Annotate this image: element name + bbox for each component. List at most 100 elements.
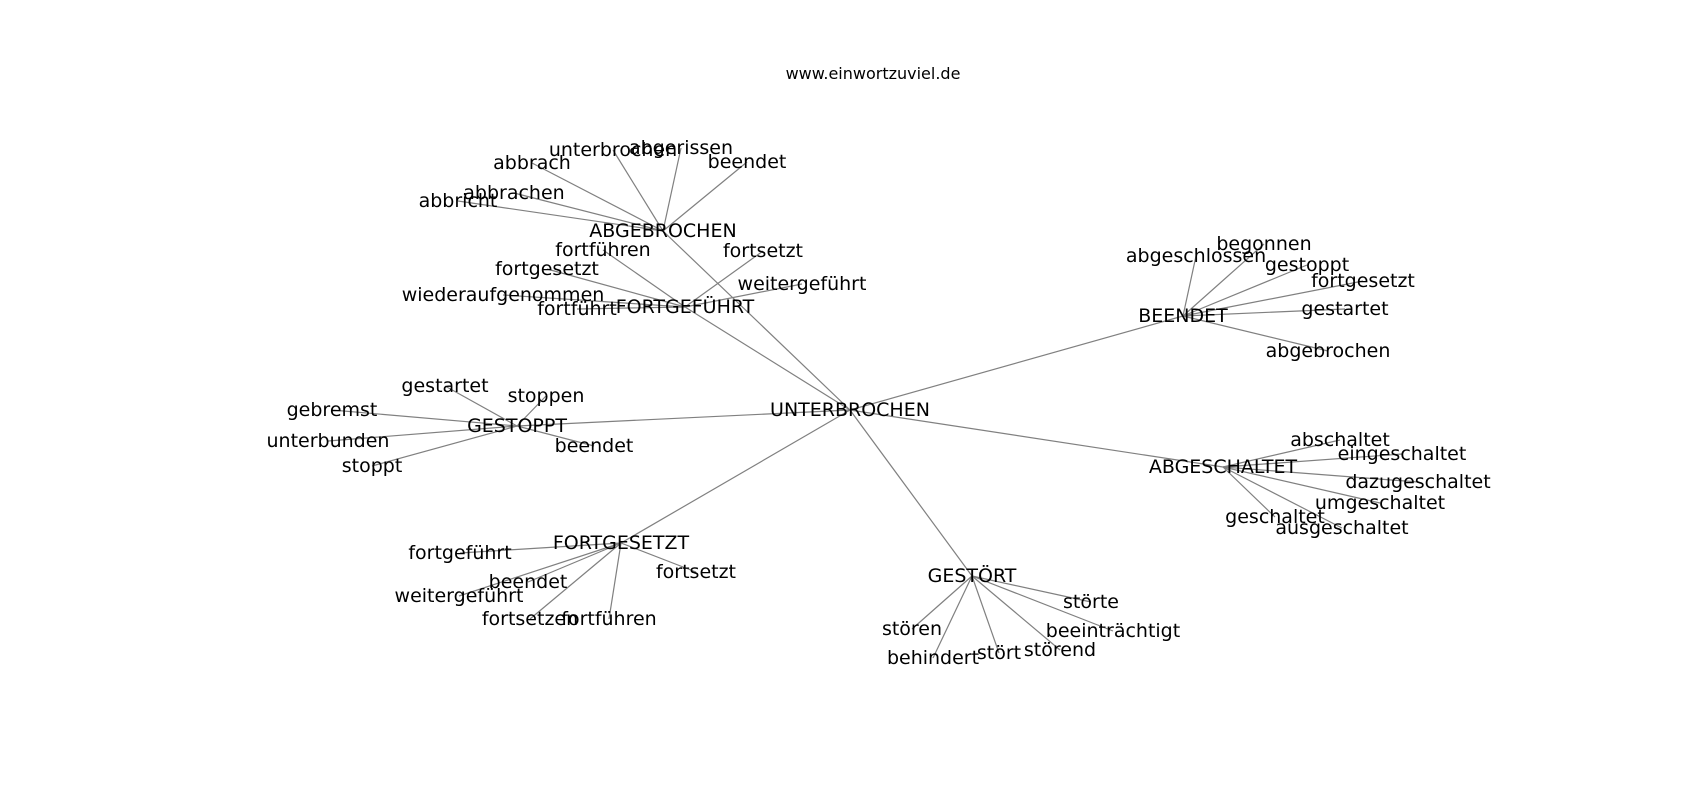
hub-node-label[interactable]: GESTÖRT <box>928 564 1017 587</box>
edge-hub-leaf <box>458 542 622 597</box>
edge-hub-leaf <box>1182 280 1364 317</box>
edge-center-hub <box>684 306 851 411</box>
leaf-node-label[interactable]: fortgeführt <box>408 542 511 564</box>
leaf-node-label[interactable]: störte <box>1063 591 1119 613</box>
edge-hub-leaf <box>620 542 697 573</box>
edge-hub-leaf <box>371 425 518 467</box>
edge-hub-leaf <box>527 542 622 583</box>
edge-hub-leaf <box>546 268 686 308</box>
leaf-node-label[interactable]: fortgesetzt <box>495 258 599 280</box>
leaf-node-label[interactable]: abbricht <box>419 190 498 212</box>
edge-center-hub <box>849 409 973 577</box>
leaf-node-label[interactable]: fortgesetzt <box>1311 270 1415 292</box>
edge-hub-leaf <box>684 283 803 308</box>
leaf-node-label[interactable]: abbrach <box>493 152 571 174</box>
leaf-node-label[interactable]: fortsetzt <box>723 240 803 262</box>
leaf-node-label[interactable]: gestartet <box>1301 298 1388 320</box>
edge-hub-leaf <box>327 425 518 442</box>
edge-hub-leaf <box>971 575 1092 603</box>
leaf-node-label[interactable]: abbrachen <box>463 182 564 204</box>
edge-hub-leaf <box>457 200 664 232</box>
edge-hub-leaf <box>662 161 748 232</box>
site-label-box: www.einwortzuviel.de <box>0 64 1700 83</box>
leaf-node-label[interactable]: fortführen <box>561 608 656 630</box>
leaf-node-label[interactable]: weitergeführt <box>395 585 524 607</box>
leaf-node-label[interactable]: geschaltet <box>1225 506 1325 528</box>
edge-hub-leaf <box>1182 315 1329 352</box>
edge-hub-leaf <box>612 149 664 232</box>
leaf-node-label[interactable]: fortsetzt <box>656 561 736 583</box>
leaf-node-label[interactable]: gebremst <box>287 399 378 421</box>
edge-hub-leaf <box>1222 466 1381 504</box>
hub-node-label[interactable]: ABGEBROCHEN <box>589 220 736 242</box>
hub-node-label[interactable]: ABGESCHALTET <box>1149 456 1298 478</box>
leaf-node-label[interactable]: abschaltet <box>1290 429 1390 451</box>
leaf-node-label[interactable]: abgerissen <box>629 137 733 159</box>
leaf-node-label[interactable]: stört <box>977 642 1021 664</box>
edge-hub-leaf <box>684 250 764 308</box>
edge-hub-leaf <box>1222 466 1419 483</box>
leaf-node-label[interactable]: begonnen <box>1216 233 1311 255</box>
leaf-node-label[interactable]: unterbrochen <box>549 139 677 161</box>
edge-center-hub <box>849 409 1224 468</box>
leaf-node-label[interactable]: störend <box>1024 639 1096 661</box>
hub-node-label[interactable]: FORTGESETZT <box>553 532 690 554</box>
edge-hub-leaf <box>602 249 686 308</box>
leaf-node-label[interactable]: stoppen <box>508 385 585 407</box>
edge-hub-leaf <box>608 542 622 620</box>
leaf-node-label[interactable]: eingeschaltet <box>1338 443 1467 465</box>
leaf-node-label[interactable]: beeinträchtigt <box>1046 620 1180 642</box>
leaf-node-label[interactable]: fortführen <box>555 239 650 261</box>
edge-hub-leaf <box>1182 255 1197 317</box>
hub-node-label[interactable]: BEENDET <box>1138 305 1228 327</box>
hub-node-label[interactable]: FORTGEFÜHRT <box>616 295 755 318</box>
edge-center-hub <box>849 315 1184 411</box>
edge-hub-leaf <box>576 306 686 310</box>
leaf-node-label[interactable]: fortführt <box>537 298 617 320</box>
leaf-node-label[interactable]: gestoppt <box>1265 254 1349 276</box>
site-label[interactable]: www.einwortzuviel.de <box>785 64 961 83</box>
edge-hub-leaf <box>662 147 682 232</box>
leaf-node-label[interactable]: unterbunden <box>267 430 390 452</box>
leaf-node-label[interactable]: behindert <box>887 647 979 669</box>
leaf-node-label[interactable]: dazugeschaltet <box>1345 471 1490 493</box>
edge-hub-leaf <box>459 542 622 554</box>
edge-center-hub <box>662 230 851 411</box>
edge-hub-leaf <box>1222 439 1341 468</box>
edge-hub-leaf <box>1222 466 1276 518</box>
leaf-node-label[interactable]: stoppt <box>342 455 403 477</box>
edge-hub-leaf <box>513 192 664 232</box>
edge-hub-leaf <box>1222 453 1403 468</box>
leaf-node-label[interactable]: abgebrochen <box>1266 340 1391 362</box>
leaf-node-label[interactable]: wiederaufgenommen <box>402 284 605 306</box>
edge-hub-leaf <box>911 575 973 630</box>
edge-hub-leaf <box>444 385 518 427</box>
leaf-node-label[interactable]: stören <box>882 618 942 640</box>
edge-hub-leaf <box>1182 264 1308 317</box>
leaf-node-label[interactable]: gestartet <box>401 375 488 397</box>
leaf-node-label[interactable]: beendet <box>489 571 568 593</box>
leaf-node-label[interactable]: abgeschlossen <box>1126 245 1266 267</box>
edge-hub-leaf <box>932 575 973 659</box>
edge-center-hub <box>516 409 851 427</box>
leaf-node-label[interactable]: fortsetzen <box>482 608 578 630</box>
edge-center-hub <box>620 409 851 544</box>
edge-hub-leaf <box>502 294 686 308</box>
edge-hub-leaf <box>1222 466 1343 529</box>
edge-hub-leaf <box>516 395 547 427</box>
edge-hub-leaf <box>529 542 622 620</box>
leaf-node-label[interactable]: umgeschaltet <box>1315 492 1445 514</box>
edge-hub-leaf <box>516 425 595 447</box>
edge-hub-leaf <box>331 409 518 427</box>
leaf-node-label[interactable]: beendet <box>708 151 787 173</box>
leaf-node-label[interactable]: weitergeführt <box>738 273 867 295</box>
hub-node-label[interactable]: GESTOPPT <box>467 415 567 437</box>
edge-hub-leaf <box>1182 308 1346 317</box>
leaf-node-label[interactable]: beendet <box>555 435 634 457</box>
center-node-label[interactable]: UNTERBROCHEN <box>770 399 930 421</box>
leaf-node-label[interactable]: ausgeschaltet <box>1275 517 1408 539</box>
edge-hub-leaf <box>531 162 664 232</box>
edge-hub-leaf <box>971 575 1000 654</box>
edge-hub-leaf <box>971 575 1061 651</box>
